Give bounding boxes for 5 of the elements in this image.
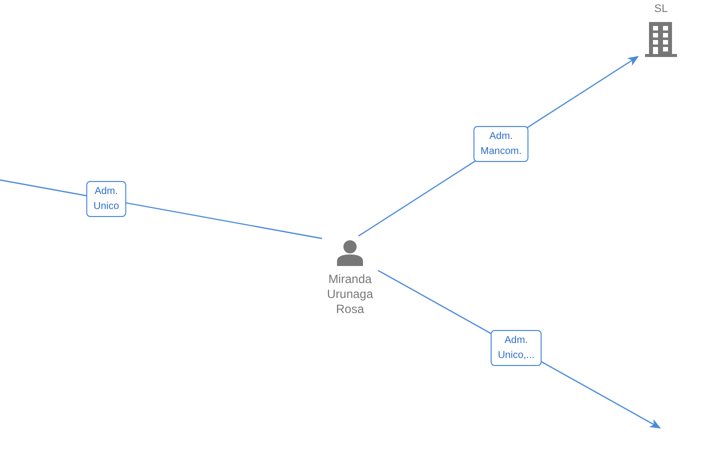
edge-label: Adm. Unico (86, 181, 126, 218)
company-type: SL (654, 3, 668, 16)
edge-label: Adm. Mancom. (474, 126, 529, 162)
edge-label: Adm. Unico,... (490, 330, 542, 366)
person-name: Miranda Urunaga Rosa (326, 272, 374, 317)
